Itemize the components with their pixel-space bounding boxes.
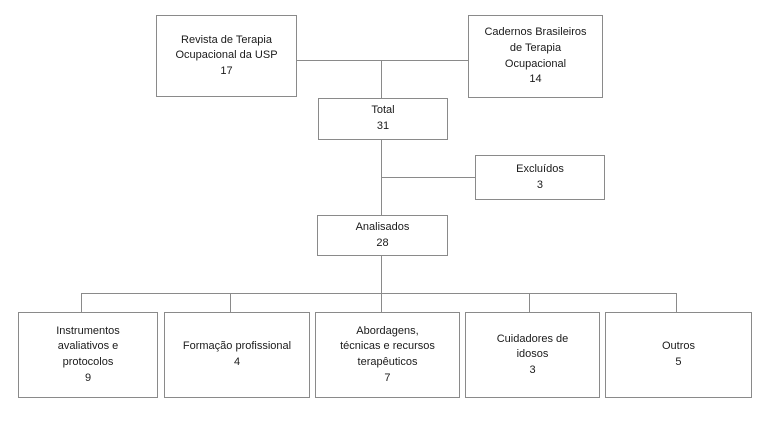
connector-bus-to-category-4 xyxy=(529,293,530,312)
node-category-formacao-profissional: Formação profissional 4 xyxy=(164,312,310,398)
node-total: Total 31 xyxy=(318,98,448,140)
node-source-cadernos-brasileiros: Cadernos Brasileiros de Terapia Ocupacio… xyxy=(468,15,603,98)
connector-spine-to-excluidos xyxy=(381,177,475,178)
connector-bus-to-category-1 xyxy=(81,293,82,312)
node-category-instrumentos: Instrumentos avaliativos e protocolos 9 xyxy=(18,312,158,398)
connector-analisados-to-bus xyxy=(381,256,382,293)
node-analisados: Analisados 28 xyxy=(317,215,448,256)
node-source-revista-usp: Revista de Terapia Ocupacional da USP 17 xyxy=(156,15,297,97)
node-category-cuidadores-de-idosos: Cuidadores de idosos 3 xyxy=(465,312,600,398)
connector-bus-to-category-5 xyxy=(676,293,677,312)
connector-sources-horizontal xyxy=(297,60,468,61)
connector-bus-to-category-2 xyxy=(230,293,231,312)
connector-sources-to-total xyxy=(381,60,382,98)
node-category-outros: Outros 5 xyxy=(605,312,752,398)
connector-bus-to-category-3 xyxy=(381,293,382,312)
node-category-abordagens-tecnicas: Abordagens, técnicas e recursos terapêut… xyxy=(315,312,460,398)
connector-category-bus xyxy=(81,293,677,294)
node-excluidos: Excluídos 3 xyxy=(475,155,605,200)
